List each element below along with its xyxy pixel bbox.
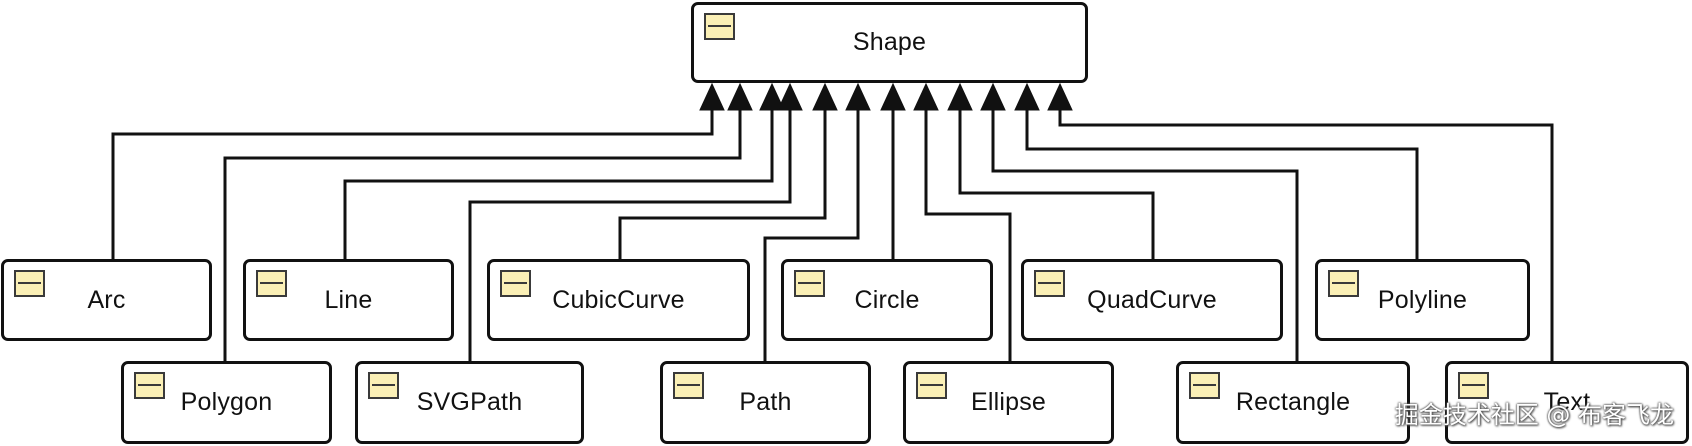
class-icon bbox=[704, 13, 735, 40]
class-box-line[interactable]: Line bbox=[243, 259, 454, 341]
class-icon bbox=[500, 270, 531, 297]
class-box-shape[interactable]: Shape bbox=[691, 2, 1088, 83]
class-name-arc: Arc bbox=[87, 285, 126, 314]
class-box-polygon[interactable]: Polygon bbox=[121, 361, 332, 444]
arrowhead-polyline bbox=[1014, 82, 1040, 111]
class-name-path: Path bbox=[739, 388, 792, 416]
class-icon bbox=[1328, 270, 1359, 297]
class-box-rectangle[interactable]: Rectangle bbox=[1176, 361, 1410, 444]
class-icon bbox=[14, 270, 45, 297]
class-icon bbox=[1189, 372, 1220, 399]
class-name-line: Line bbox=[324, 285, 373, 314]
class-box-circle[interactable]: Circle bbox=[781, 259, 993, 341]
connector-arc bbox=[111, 108, 714, 259]
arrowhead-line bbox=[759, 82, 785, 111]
connector-rectangle bbox=[991, 108, 1299, 361]
class-name-cubiccurve: CubicCurve bbox=[552, 285, 685, 314]
class-name-svgpath: SVGPath bbox=[416, 388, 523, 416]
class-name-polyline: Polyline bbox=[1377, 285, 1468, 314]
class-icon bbox=[794, 270, 825, 297]
class-icon bbox=[673, 372, 704, 399]
connector-polygon bbox=[223, 108, 742, 361]
class-name-polygon: Polygon bbox=[180, 388, 273, 416]
class-name-quadcurve: QuadCurve bbox=[1087, 285, 1217, 314]
class-icon bbox=[134, 372, 165, 399]
connector-svgpath bbox=[468, 108, 792, 361]
class-icon bbox=[368, 372, 399, 399]
class-box-cubiccurve[interactable]: CubicCurve bbox=[487, 259, 750, 341]
class-box-svgpath[interactable]: SVGPath bbox=[355, 361, 584, 444]
arrowhead-arc bbox=[699, 82, 725, 111]
class-name-circle: Circle bbox=[854, 285, 920, 314]
class-icon bbox=[256, 270, 287, 297]
arrowhead-quadcurve bbox=[947, 82, 973, 111]
connector-ellipse bbox=[924, 108, 1012, 361]
class-box-ellipse[interactable]: Ellipse bbox=[903, 361, 1114, 444]
connector-polyline bbox=[1025, 108, 1419, 259]
connector-text bbox=[1058, 108, 1554, 361]
arrowhead-polygon bbox=[727, 82, 753, 111]
class-name-text: Text bbox=[1543, 388, 1591, 416]
class-icon bbox=[916, 372, 947, 399]
arrowhead-ellipse bbox=[913, 82, 939, 111]
arrowhead-text bbox=[1047, 82, 1073, 111]
arrowhead-circle bbox=[880, 82, 906, 111]
watermark: 掘金技术社区 @ 布客飞龙 bbox=[1394, 401, 1674, 429]
class-box-quadcurve[interactable]: QuadCurve bbox=[1021, 259, 1283, 341]
arrowhead-cubiccurve bbox=[812, 82, 838, 111]
class-box-arc[interactable]: Arc bbox=[1, 259, 212, 341]
class-box-polyline[interactable]: Polyline bbox=[1315, 259, 1530, 341]
class-icon bbox=[1458, 372, 1489, 399]
arrowhead-rectangle bbox=[980, 82, 1006, 111]
arrowhead-svgpath bbox=[777, 82, 803, 111]
class-name-rectangle: Rectangle bbox=[1235, 388, 1351, 416]
class-box-path[interactable]: Path bbox=[660, 361, 871, 444]
class-icon bbox=[1034, 270, 1065, 297]
connector-quadcurve bbox=[958, 108, 1155, 259]
connector-cubiccurve bbox=[618, 108, 827, 259]
connector-line bbox=[343, 108, 774, 259]
class-box-text[interactable]: Text bbox=[1445, 361, 1689, 444]
arrowhead-path bbox=[845, 82, 871, 111]
class-name-shape: Shape bbox=[852, 28, 927, 56]
connector-path bbox=[763, 108, 860, 361]
class-name-ellipse: Ellipse bbox=[970, 388, 1047, 416]
